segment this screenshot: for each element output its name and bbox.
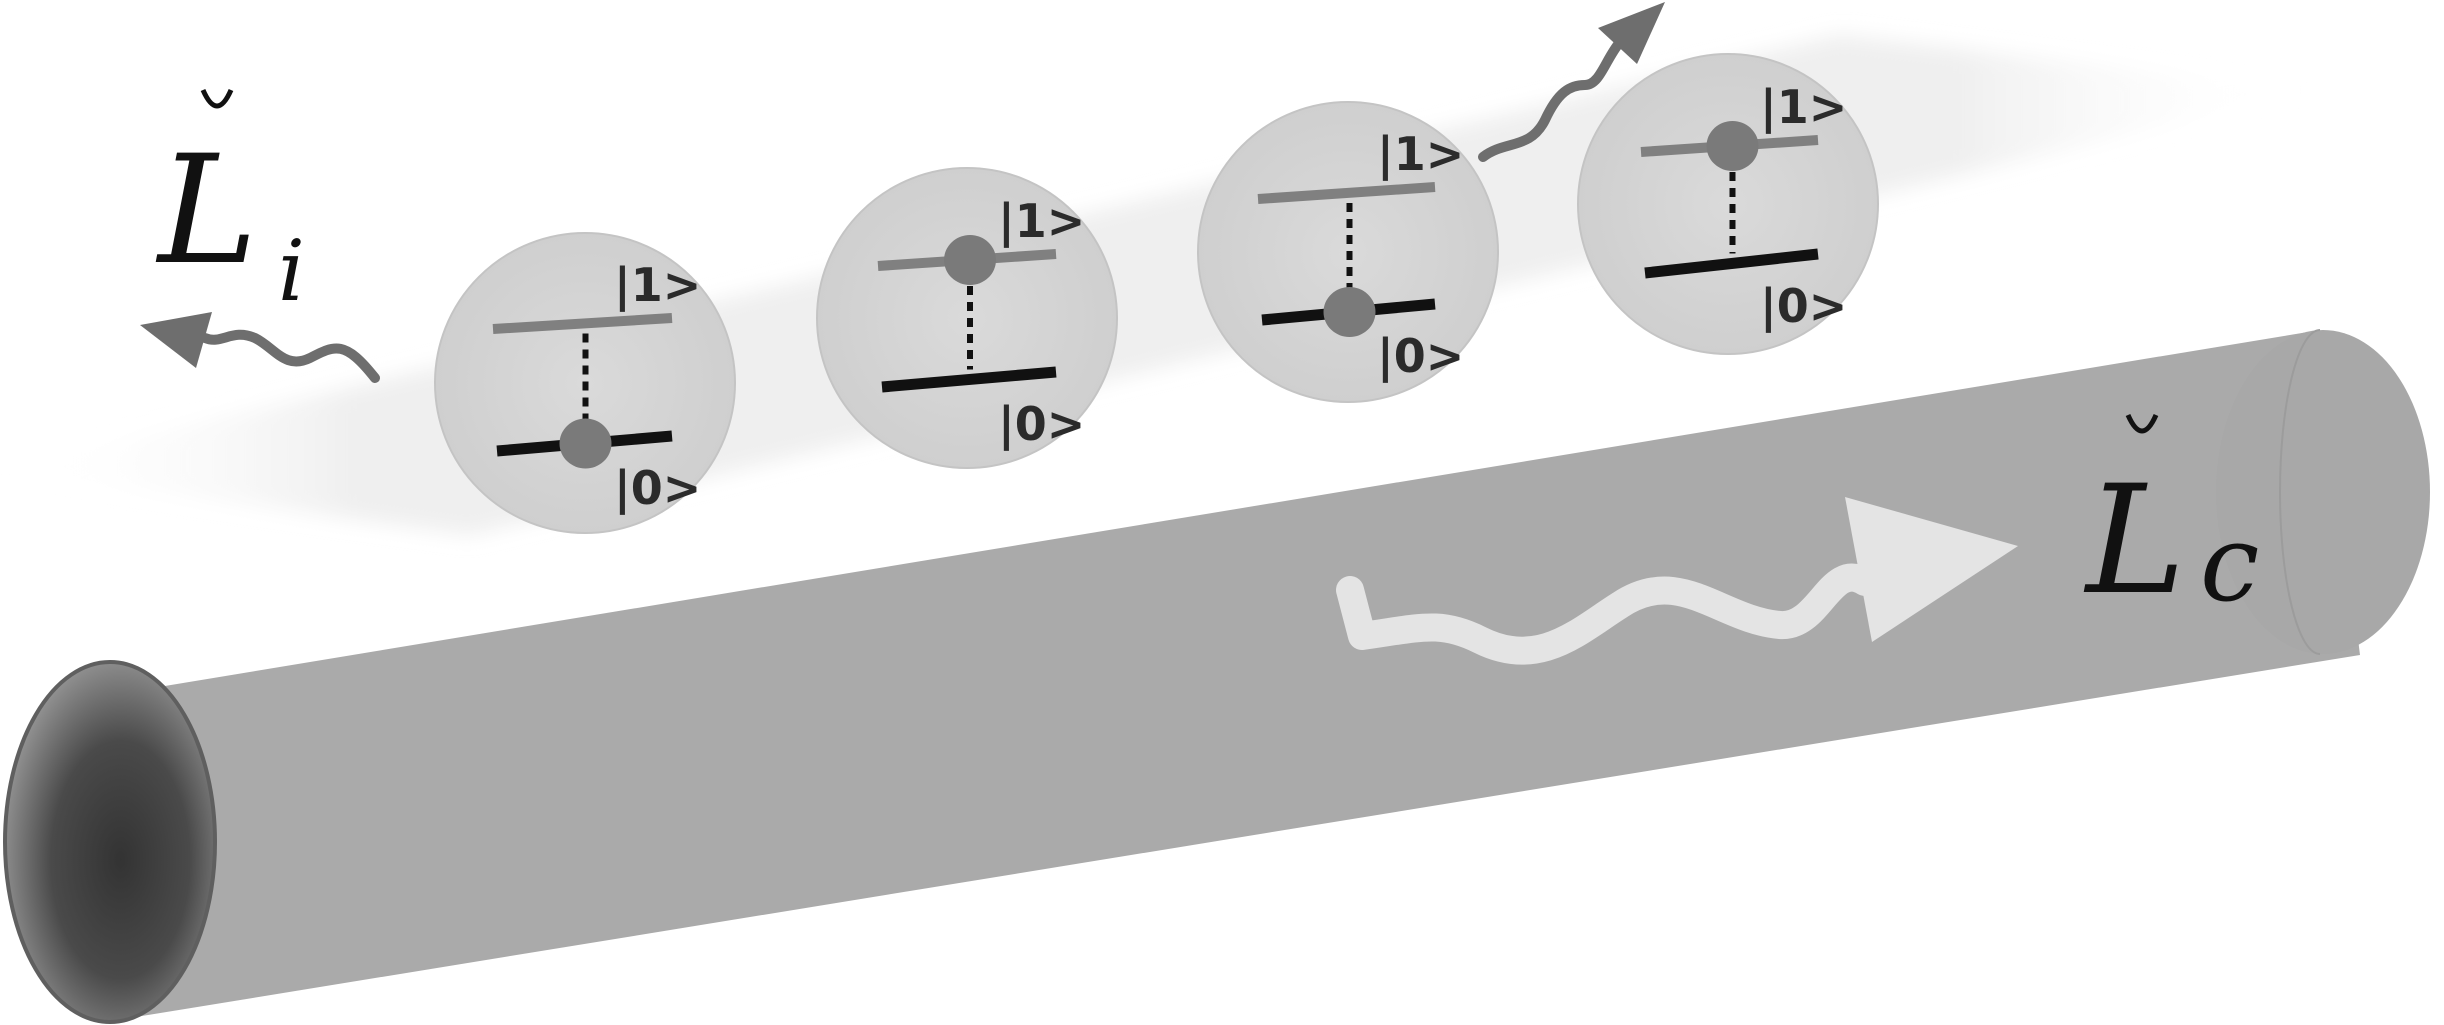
svg-text:c: c — [2200, 502, 2259, 625]
wavy-arrow-left-icon — [140, 312, 380, 383]
ground-level — [1644, 248, 1819, 279]
atom-2: |1> |0> — [816, 167, 1118, 469]
ground-level — [881, 366, 1057, 393]
svg-text:L: L — [2083, 454, 2186, 628]
atom-3: |1> |0> — [1197, 101, 1499, 403]
ket-ground-label: |0> — [998, 397, 1085, 452]
fiber-far-end — [2216, 330, 2430, 654]
optical-fiber-cavity — [3, 329, 2430, 1024]
svg-text:i: i — [278, 222, 305, 320]
atom-1: |1> |0> — [434, 232, 736, 534]
wavy-arrow-up-right-icon — [1478, 2, 1665, 162]
ket-excited-label: |1> — [614, 258, 701, 313]
atom-4: |1> |0> — [1577, 53, 1879, 355]
fiber-near-end — [3, 660, 217, 1024]
breve-mark — [2125, 413, 2159, 434]
population-dot — [559, 418, 612, 469]
ket-excited-label: |1> — [1760, 80, 1847, 135]
ket-ground-label: |0> — [1377, 329, 1464, 384]
fiber-far-end-rim — [2279, 329, 2321, 655]
ket-ground-label: |0> — [1760, 279, 1847, 334]
population-dot — [1706, 121, 1759, 171]
breve-mark — [200, 88, 234, 109]
excited-level — [1257, 182, 1436, 204]
fiber-body — [80, 330, 2360, 1022]
ket-excited-label: |1> — [998, 194, 1085, 249]
population-dot — [1323, 287, 1376, 337]
ket-ground-label: |0> — [614, 461, 701, 516]
svg-text:L: L — [155, 124, 258, 298]
excited-level — [492, 313, 673, 334]
population-dot — [944, 235, 996, 285]
ket-excited-label: |1> — [1377, 127, 1464, 182]
atom-loss-label: L i — [155, 88, 305, 320]
atom-disk — [1577, 53, 1879, 355]
cavity-loss-label: L c — [2083, 413, 2259, 628]
wavy-arrow-right-icon — [1336, 497, 2018, 665]
atom-array: |1> |0> |1> |0> |1> |0> |1> |0> — [434, 53, 1879, 534]
